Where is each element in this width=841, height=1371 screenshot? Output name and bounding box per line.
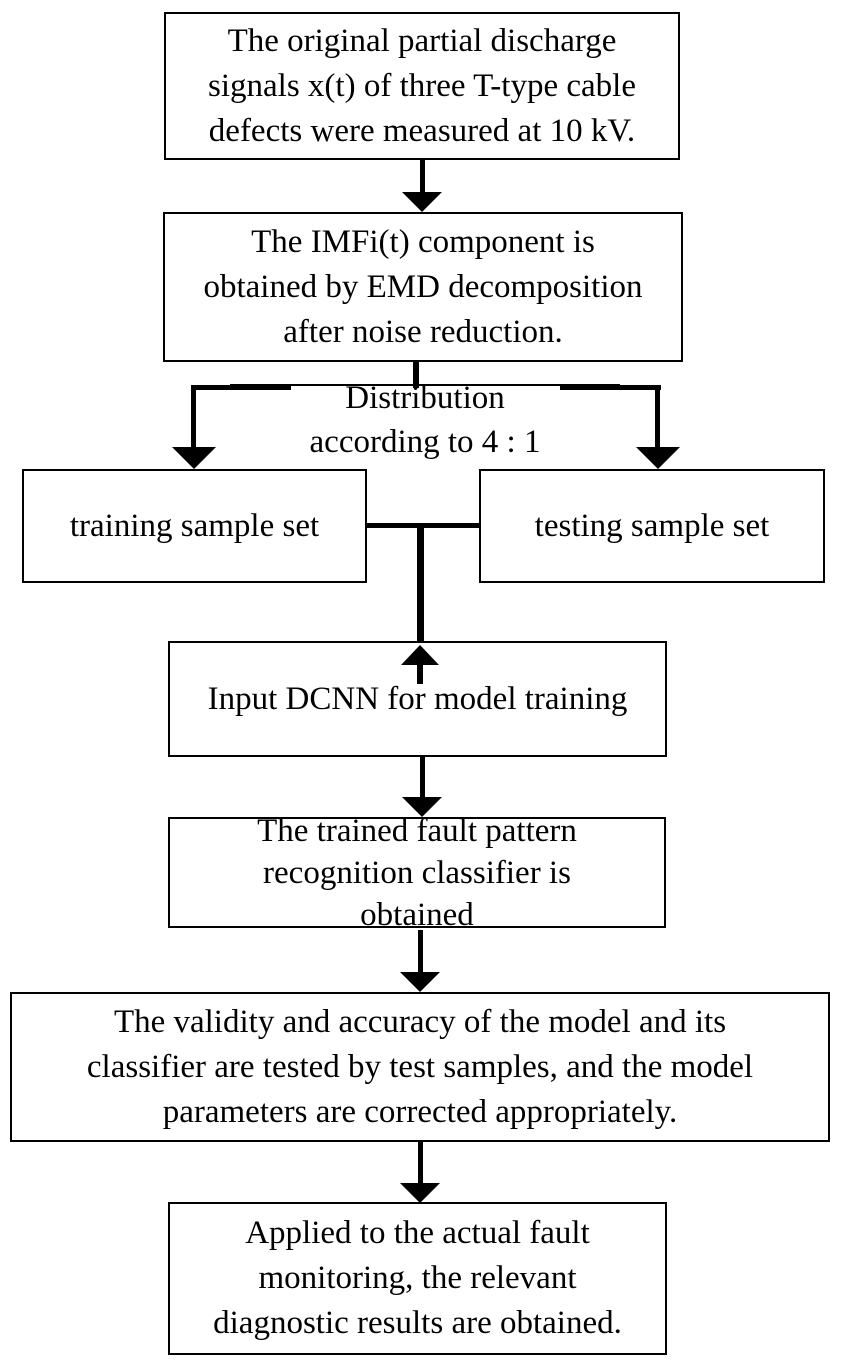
connector-samples-dcnn-shaft — [417, 523, 424, 641]
arrowhead-down-training — [172, 447, 216, 469]
connector-branch-training-shaft — [191, 385, 196, 447]
connector-branch-testing-shaft — [655, 385, 660, 447]
node-validity-check: The validity and accuracy of the model a… — [10, 992, 830, 1142]
node-emd-decomposition-label: The IMFi(t) component is obtained by EMD… — [203, 223, 643, 350]
arrowhead-down-validity — [400, 972, 440, 992]
node-validity-check-label: The validity and accuracy of the model a… — [86, 1003, 754, 1130]
node-input-dcnn-label: Input DCNN for model training — [207, 680, 628, 717]
node-emd-decomposition: The IMFi(t) component is obtained by EMD… — [163, 212, 683, 362]
node-testing-sample-set: testing sample set — [479, 469, 825, 583]
arrowhead-down-testing — [636, 447, 680, 469]
connector-emd-branch-stub — [413, 362, 419, 388]
node-training-sample-set: training sample set — [22, 469, 367, 583]
node-trained-classifier-label: The trained fault pattern recognition cl… — [257, 812, 577, 933]
arrowhead-down-measure-emd — [402, 192, 442, 212]
branch-line-thin — [230, 384, 620, 386]
connector-validity-applied-shaft — [418, 1142, 423, 1183]
distribution-ratio-label: Distribution according to 4 : 1 — [309, 380, 541, 460]
node-applied-monitoring: Applied to the actual fault monitoring, … — [168, 1202, 667, 1355]
connector-dcnn-classifier-shaft — [420, 757, 425, 797]
node-testing-sample-set-label: testing sample set — [534, 507, 770, 544]
connector-classifier-validity-shaft — [418, 930, 423, 972]
node-original-signals-label: The original partial discharge signals x… — [208, 22, 636, 149]
branch-line-left — [191, 385, 291, 390]
node-trained-classifier: The trained fault pattern recognition cl… — [168, 813, 666, 933]
connector-measure-emd-shaft — [420, 160, 425, 192]
node-original-signals: The original partial discharge signals x… — [164, 12, 680, 160]
connector-dcnn-inner-stub — [417, 665, 423, 684]
arrowhead-up-dcnn — [401, 645, 439, 665]
arrowhead-down-applied — [400, 1183, 440, 1203]
branch-line-right — [560, 385, 661, 390]
node-training-sample-set-label: training sample set — [69, 507, 320, 544]
arrowhead-down-classifier — [402, 797, 442, 817]
node-applied-monitoring-label: Applied to the actual fault monitoring, … — [213, 1215, 622, 1341]
